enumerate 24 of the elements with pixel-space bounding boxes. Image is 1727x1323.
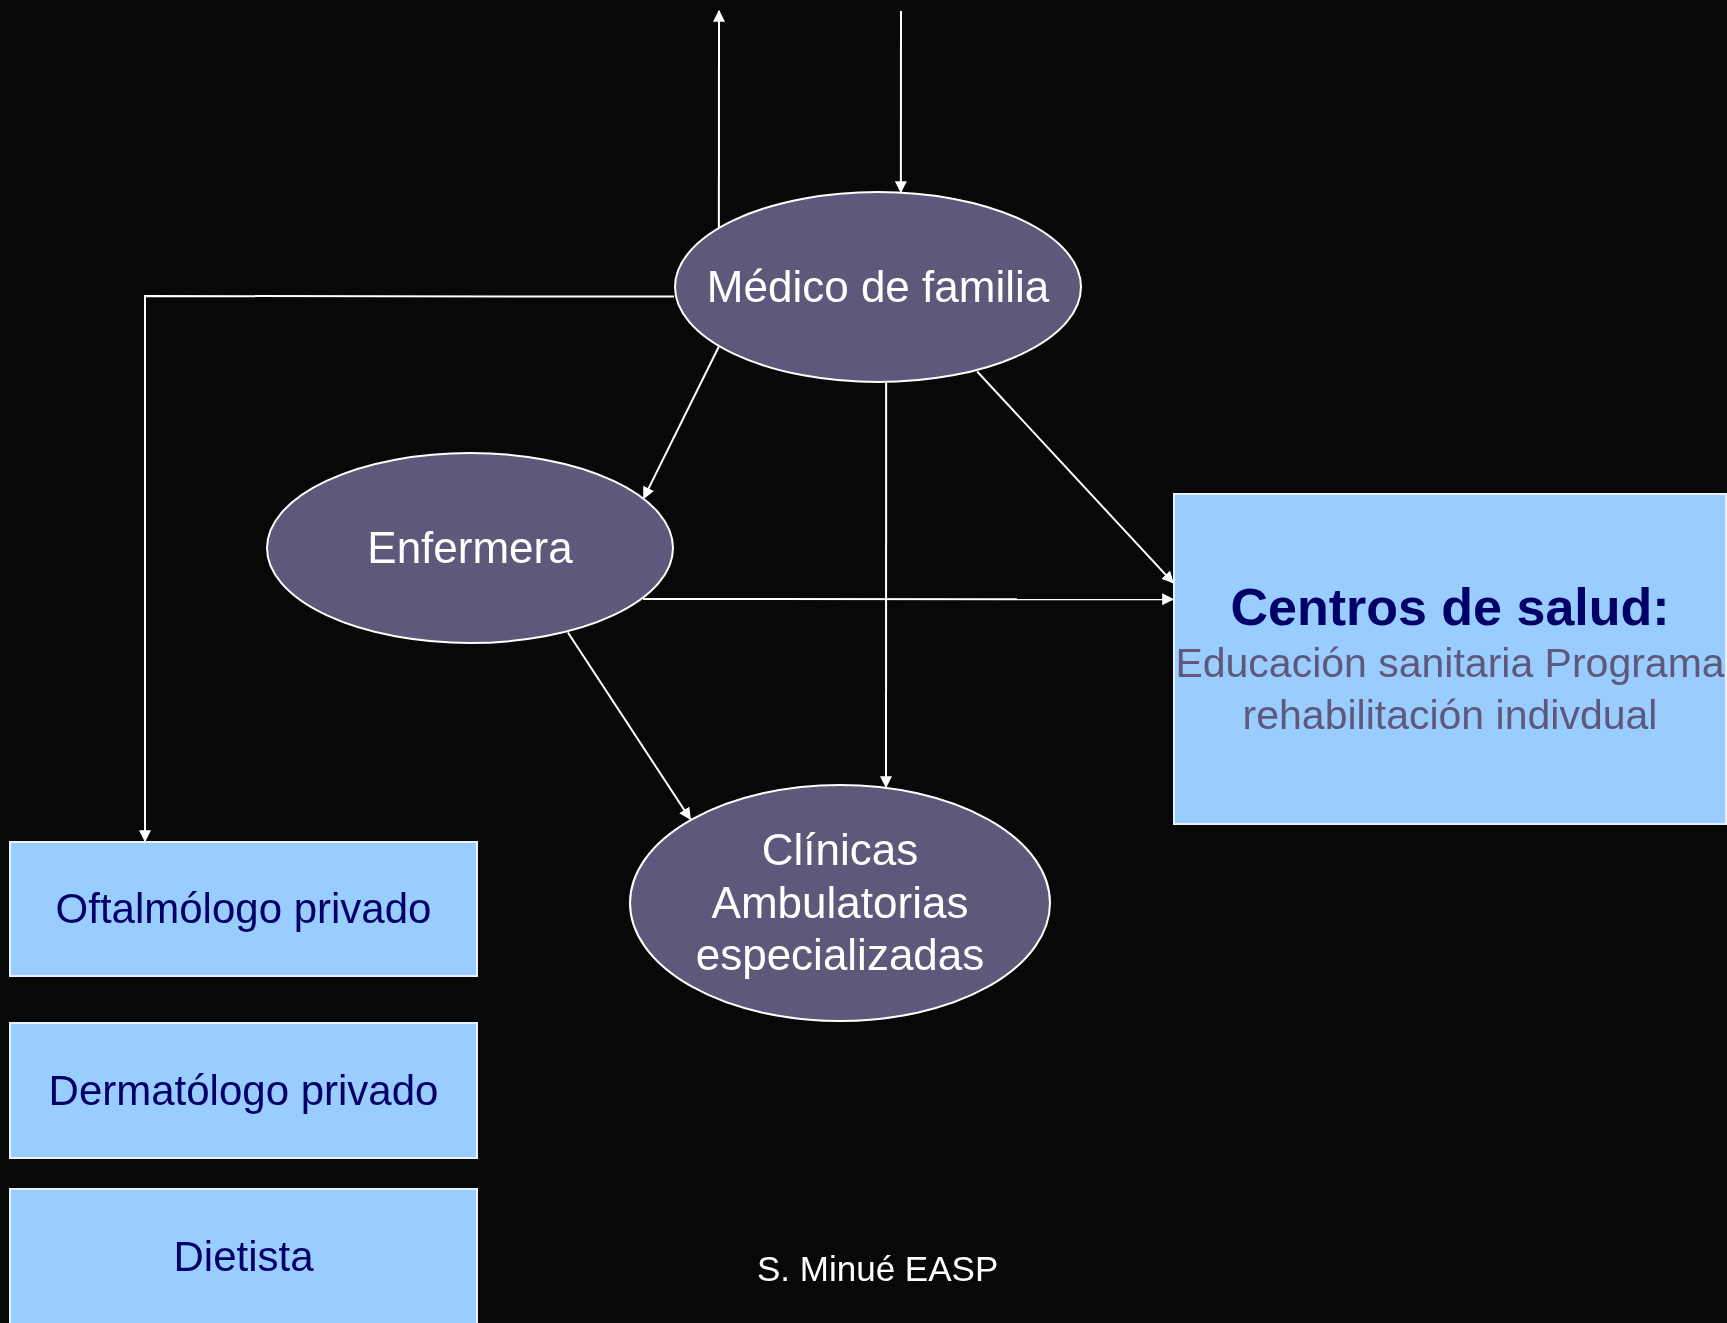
box-heading: Centros de salud: bbox=[1230, 576, 1670, 637]
node-label: Médico de familia bbox=[706, 260, 1050, 313]
arrow bbox=[894, 10, 907, 194]
provider-box bbox=[9, 1022, 478, 1159]
node-label: Dermatólogo privado bbox=[48, 1066, 439, 1115]
info-box bbox=[1173, 493, 1727, 825]
ellipse-node bbox=[266, 452, 674, 644]
box-body-text: Educación sanitaria Programa rehabilitación indivdual bbox=[1175, 638, 1725, 740]
provider-box bbox=[9, 1188, 478, 1323]
node-label: Clínicas Ambulatorias especializadas bbox=[694, 823, 986, 982]
arrow bbox=[642, 593, 1175, 606]
ellipse-node bbox=[629, 784, 1051, 1022]
arrow bbox=[566, 631, 692, 820]
node-label: Dietista bbox=[173, 1233, 314, 1281]
author-credit: S. Minué EASP bbox=[757, 1249, 999, 1289]
node-label: Enfermera bbox=[367, 521, 573, 574]
arrow bbox=[713, 9, 725, 229]
arrow bbox=[642, 345, 720, 500]
arrow bbox=[880, 382, 892, 789]
node-label: Oftalmólogo privado bbox=[55, 885, 432, 933]
provider-box bbox=[9, 841, 478, 977]
ellipse-node bbox=[674, 191, 1082, 383]
arrow bbox=[976, 370, 1174, 584]
arrow bbox=[139, 295, 675, 843]
